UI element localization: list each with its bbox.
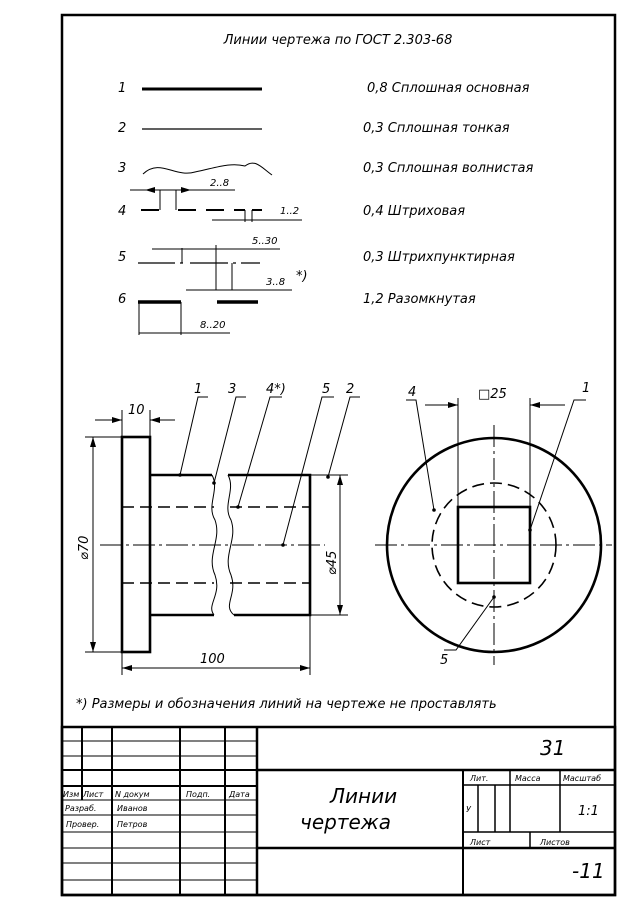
legend-num: 5 [118, 250, 126, 265]
dim-label: 3..8 [266, 277, 285, 288]
legend-desc: 0,4 Штриховая [363, 204, 465, 219]
mass-label: Масса [515, 774, 541, 783]
header-date: Дата [228, 790, 250, 799]
drawing-title: Линии чертежа по ГОСТ 2.303-68 [223, 33, 453, 48]
legend-num: 6 [118, 292, 126, 307]
legend-desc: 1,2 Разомкнутая [363, 292, 476, 307]
callout: 3 [228, 382, 236, 397]
legend-desc: 0,3 Штрихпунктирная [363, 250, 515, 265]
checker-name: Петров [117, 820, 148, 829]
callout: 4*) [266, 382, 286, 397]
lit-label: Лит. [469, 774, 488, 783]
callout: 4 [408, 385, 416, 400]
callout: 5 [322, 382, 330, 397]
dim-label: 2..8 [210, 178, 229, 189]
callout: 1 [194, 382, 202, 397]
dim-flange: 10 [128, 403, 145, 418]
sheet-label: Лист [469, 838, 491, 847]
legend-num: 2 [118, 121, 126, 136]
line-legend: 1 0,8 Сплошная основная 2 0,3 Сплошная т… [118, 81, 534, 335]
role-checker: Провер. [66, 820, 99, 829]
dim-dia70: ⌀70 [77, 536, 92, 560]
callout: 2 [346, 382, 354, 397]
callout: 5 [440, 653, 448, 668]
dim-label: 5..30 [252, 236, 277, 247]
sheet-frame [60, 13, 617, 897]
drawing-name: Линии [329, 784, 397, 808]
asterisk-note: *) [296, 269, 308, 284]
dim-length: 100 [200, 652, 225, 667]
wavy-line [142, 162, 273, 176]
scale-label: Масштаб [563, 774, 601, 783]
legend-num: 3 [118, 161, 126, 176]
drawing-name-2: чертежа [300, 810, 391, 834]
footnote: *) Размеры и обозначения линий на чертеж… [76, 697, 497, 712]
title-block: Изм Лист N докум Подп. Дата Разраб. Иван… [60, 725, 617, 897]
legend-desc: 0,3 Сплошная волнистая [363, 161, 534, 176]
header-list: Лист [82, 790, 104, 799]
dim-label: 1..2 [280, 206, 299, 217]
dim-square: □25 [478, 387, 507, 402]
dim-dia45: ⌀45 [325, 551, 340, 575]
document-code: 31 [540, 736, 565, 760]
group-code: -11 [572, 859, 605, 883]
front-view: 10 ⌀70 100 ⌀45 1 3 4*) 5 2 [77, 382, 360, 675]
callout: 1 [582, 381, 590, 396]
side-view: □25 4 1 5 [375, 381, 612, 668]
header-izm: Изм [63, 790, 79, 799]
lit-value: У [466, 805, 472, 814]
dim-label: 8..20 [200, 320, 225, 331]
role-developer: Разраб. [65, 804, 96, 813]
sheets-label: Листов [539, 838, 570, 847]
legend-num: 4 [118, 204, 126, 219]
header-doc: N докум [115, 790, 150, 799]
scale-value: 1:1 [578, 804, 599, 819]
legend-desc: 0,8 Сплошная основная [367, 81, 530, 96]
developer-name: Иванов [117, 804, 148, 813]
legend-desc: 0,3 Сплошная тонкая [363, 121, 510, 136]
legend-num: 1 [118, 81, 126, 96]
header-sign: Подп. [186, 790, 210, 799]
